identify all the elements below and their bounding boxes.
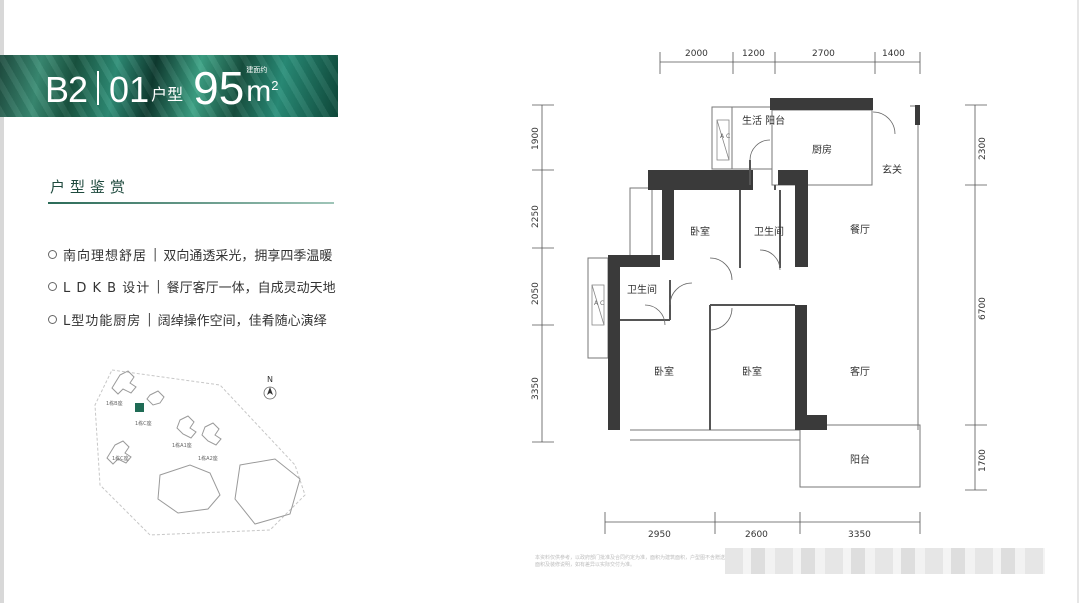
dim-left: 1900 <box>531 127 541 150</box>
svg-text:1栋A2座: 1栋A2座 <box>198 455 218 462</box>
room-entrance: 玄关 <box>882 163 902 176</box>
feature-desc: 餐厅客厅一体，自成灵动天地 <box>166 281 336 296</box>
svg-text:1栋A1座: 1栋A1座 <box>172 442 192 449</box>
unit-number: 01 <box>109 69 150 110</box>
room-balcony-service: 生活 阳台 <box>742 114 785 127</box>
selected-building-marker <box>135 403 144 412</box>
area-unit: m <box>246 75 272 108</box>
dim-top: 2700 <box>812 49 835 59</box>
unit-type-label: 户型 <box>151 85 184 104</box>
feature-title: 南向理想舒居 <box>63 249 148 264</box>
section-divider <box>48 202 334 204</box>
area-exponent: 2 <box>271 78 279 93</box>
section-title: 户型鉴赏 <box>50 178 131 196</box>
unit-banner: B2 01 户型 95 建面约 m2 <box>0 55 338 117</box>
right-frame-line <box>1077 0 1079 603</box>
svg-text:1栋C座: 1栋C座 <box>135 420 152 427</box>
room-bedroom: 卧室 <box>690 225 710 238</box>
feature-item: L D K B 设计 | 餐厅客厅一体，自成灵动天地 <box>48 277 336 296</box>
room-bathroom: 卫生间 <box>754 225 784 238</box>
svg-text:1栋B座: 1栋B座 <box>106 400 123 407</box>
feature-separator: | <box>147 312 152 327</box>
dim-top: 2000 <box>685 49 708 59</box>
feature-item: 南向理想舒居 | 双向通透采光，拥享四季温暖 <box>48 245 332 264</box>
feature-separator: | <box>156 279 161 294</box>
svg-text:1栋C座: 1栋C座 <box>112 455 129 462</box>
ac-label: A C <box>720 133 730 140</box>
room-living: 客厅 <box>850 365 870 378</box>
dim-bottom: 2950 <box>648 530 671 540</box>
floor-plan: 2000 1200 2700 1400 2950 2600 3350 1900 … <box>531 49 988 540</box>
feature-desc: 阔绰操作空间，佳肴随心演绎 <box>157 314 327 329</box>
feature-title: L D K B 设计 <box>63 281 151 296</box>
unit-area: 95 <box>193 62 245 114</box>
disclaimer-text: 本资料仅供参考，以政府部门批准及合同约定为准，面积为建筑面积，户型图不含赠送面积… <box>535 555 726 568</box>
ac-label: A C <box>594 300 604 307</box>
feature-title: L型功能厨房 <box>63 314 142 329</box>
dim-bottom: 2600 <box>745 530 768 540</box>
bullet-icon <box>48 315 57 324</box>
north-label: N <box>267 375 273 384</box>
blurred-watermark <box>725 548 1045 574</box>
area-note: 建面约 <box>246 66 268 74</box>
room-bathroom: 卫生间 <box>627 283 657 296</box>
dim-left: 2050 <box>531 282 541 305</box>
feature-desc: 双向通透采光，拥享四季温暖 <box>163 249 333 264</box>
feature-separator: | <box>153 247 158 262</box>
dim-top: 1400 <box>882 49 905 59</box>
bullet-icon <box>48 282 57 291</box>
dim-top: 1200 <box>742 49 765 59</box>
bullet-icon <box>48 250 57 259</box>
dim-left: 2250 <box>531 205 541 228</box>
room-bedroom: 卧室 <box>742 365 762 378</box>
room-dining: 餐厅 <box>850 223 870 236</box>
site-plan-map: N 1栋B座 1栋C座 1栋C座 1栋A1座 1栋A2座 <box>94 369 306 536</box>
banner-divider <box>97 71 100 105</box>
left-frame-line <box>0 0 4 603</box>
dim-right: 1700 <box>978 449 988 472</box>
dim-left: 3350 <box>531 377 541 400</box>
dim-bottom: 3350 <box>848 530 871 540</box>
unit-code: B2 <box>45 69 88 110</box>
feature-item: L型功能厨房 | 阔绰操作空间，佳肴随心演绎 <box>48 310 327 329</box>
room-bedroom: 卧室 <box>654 365 674 378</box>
dim-right: 2300 <box>978 137 988 160</box>
room-balcony: 阳台 <box>850 453 870 466</box>
room-kitchen: 厨房 <box>812 143 832 156</box>
dim-right: 6700 <box>978 297 988 320</box>
